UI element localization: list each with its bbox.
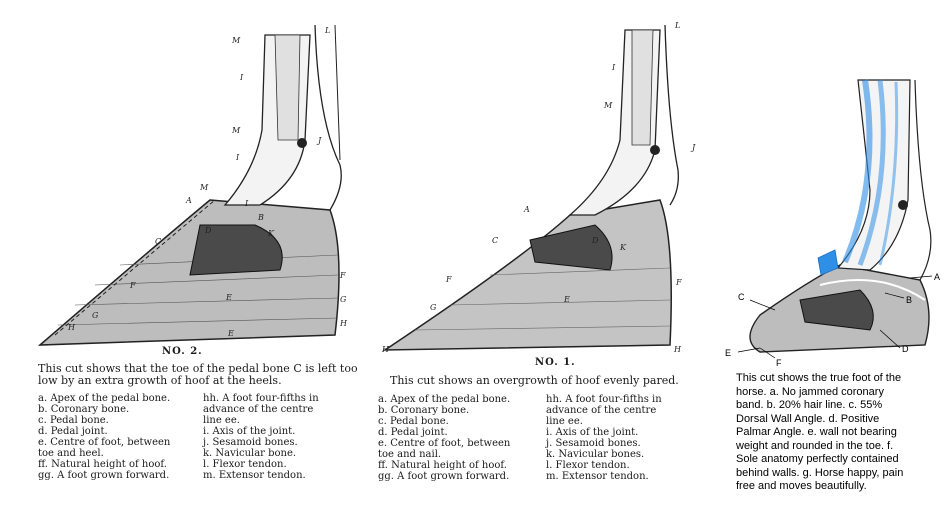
legend-item: b. Coronary bone. (378, 405, 470, 416)
fig2-label: E (225, 293, 232, 302)
fig1-label: I (611, 63, 616, 72)
legend-item: j. Sesamoid bones. (546, 438, 641, 449)
fig2-label: H (67, 323, 76, 332)
fig2-label: K (267, 229, 275, 238)
fig2-label: H (339, 319, 348, 328)
fig1-label: L (674, 21, 680, 30)
legend-item: e. Centre of foot, between (378, 438, 511, 449)
legend-item: m. Extensor tendon. (203, 470, 306, 481)
legend-item: k. Navicular bones. (546, 449, 645, 460)
legend-item: hh. A foot four-fifths in (203, 393, 319, 404)
legend-item: j. Sesamoid bones. (203, 437, 298, 448)
fig2-label: D (204, 226, 212, 235)
legend-item: gg. A foot grown forward. (378, 471, 510, 482)
fig2-label: I (244, 199, 249, 208)
figure-2-hoof-drawing: M L I M J I M A D I B K C F E E F G H H … (37, 24, 348, 346)
fig2-label: G (340, 295, 347, 304)
legend-item: a. Apex of the pedal bone. (378, 394, 511, 405)
legend-item: line ee. (203, 415, 240, 426)
legend-item: ff. Natural height of hoof. (378, 460, 507, 471)
legend-item: c. Pedal bone. (378, 416, 449, 427)
fig1-label: K (619, 243, 627, 252)
fig2-label: E (227, 329, 234, 338)
legend-item: toe and nail. (378, 449, 442, 460)
legend-item: d. Pedal joint. (38, 426, 108, 437)
fig2-label: F (339, 271, 346, 280)
fig1-label: A (523, 205, 530, 214)
fig1-label: H (381, 345, 390, 354)
caption-line: horse. a. No jammed coronary (736, 385, 884, 398)
fig1-label: M (603, 101, 613, 110)
fig1-label: H (673, 345, 682, 354)
legend-item: a. Apex of the pedal bone. (38, 393, 171, 404)
fig2-label: F (129, 281, 136, 290)
legend-item: line ee. (546, 416, 583, 427)
legend-item: b. Coronary bone. (38, 404, 130, 415)
caption-line: free and moves beautifully. (736, 480, 867, 492)
legend-item: ff. Natural height of hoof. (38, 459, 167, 470)
figure-1-panel: L I M J A C D K F E F G H H NO. 1. This … (370, 0, 710, 518)
legend-item: i. Axis of the joint. (546, 427, 639, 438)
figure-2-panel: M L I M J I M A D I B K C F E E F G H H … (0, 0, 365, 518)
fig3-label: A (934, 272, 940, 282)
figure-3-caption: This cut shows the true foot of the hors… (736, 372, 944, 494)
legend-item: e. Centre of foot, between (38, 437, 171, 448)
fig2-label: L (324, 26, 330, 35)
fig2-label: M (231, 126, 241, 135)
caption-line: Palmar Angle. e. wall not bearing (736, 426, 897, 438)
legend-item: hh. A foot four-fifths in (546, 394, 662, 405)
fig3-label: D (902, 344, 909, 354)
caption-line: This cut shows the true foot of the (736, 372, 902, 384)
figure-2-legend: a. Apex of the pedal bone. b. Coronary b… (38, 393, 358, 493)
figure-1-caption: This cut shows an overgrowth of hoof eve… (390, 374, 679, 387)
fig3-label: B (906, 295, 912, 305)
fig2-label: M (199, 183, 209, 192)
legend-item: l. Flexor tendon. (546, 460, 630, 471)
fig2-label: I (235, 153, 240, 162)
caption-line: behind walls. g. Horse happy, pain (736, 466, 904, 479)
fig1-label: E (563, 295, 570, 304)
fig3-label: E (725, 348, 731, 358)
figure-1-hoof-drawing: L I M J A C D K F E F G H H (381, 21, 696, 354)
legend-item: c. Pedal bone. (38, 415, 109, 426)
fig2-label: J (316, 136, 322, 145)
fig2-label: C (155, 237, 161, 246)
fig2-label: B (257, 213, 264, 222)
caption-line: Dorsal Wall Angle. d. Positive (736, 412, 880, 425)
caption-line: weight and rounded in the toe. f. (736, 439, 894, 452)
fig1-label: F (675, 278, 682, 287)
legend-item: d. Pedal joint. (378, 427, 448, 438)
fig1-label: G (430, 303, 437, 312)
legend-item: i. Axis of the joint. (203, 426, 296, 437)
figure-2-caption: This cut shows that the toe of the pedal… (38, 362, 358, 387)
legend-item: m. Extensor tendon. (546, 471, 649, 482)
fig2-label: G (92, 311, 99, 320)
figure-3-hoof-drawing: A B C D E F (725, 79, 940, 368)
legend-item: toe and heel. (38, 448, 104, 459)
fig3-label: F (776, 358, 782, 368)
fig3-label: C (738, 292, 745, 302)
legend-item: k. Navicular bone. (203, 448, 297, 459)
legend-item: gg. A foot grown forward. (38, 470, 170, 481)
figure-3-panel: A B C D E F This cut shows the true foot… (720, 0, 947, 518)
fig2-label: A (185, 196, 192, 205)
fig1-label: J (690, 143, 696, 152)
caption-line: Sole anatomy perfectly contained (736, 453, 899, 465)
fig1-label: F (445, 275, 452, 284)
legend-item: advance of the centre (203, 404, 314, 415)
caption-line: band. b. 20% hair line. c. 55% (736, 399, 883, 411)
legend-item: advance of the centre (546, 405, 657, 416)
fig1-label: D (591, 236, 599, 245)
fig1-label: C (492, 236, 498, 245)
figure-2-number: NO. 2. (162, 346, 203, 357)
fig2-label: I (239, 73, 244, 82)
figure-1-legend: a. Apex of the pedal bone. b. Coronary b… (378, 394, 708, 494)
fig2-label: M (231, 36, 241, 45)
legend-item: l. Flexor tendon. (203, 459, 287, 470)
figure-1-number: NO. 1. (535, 357, 576, 368)
